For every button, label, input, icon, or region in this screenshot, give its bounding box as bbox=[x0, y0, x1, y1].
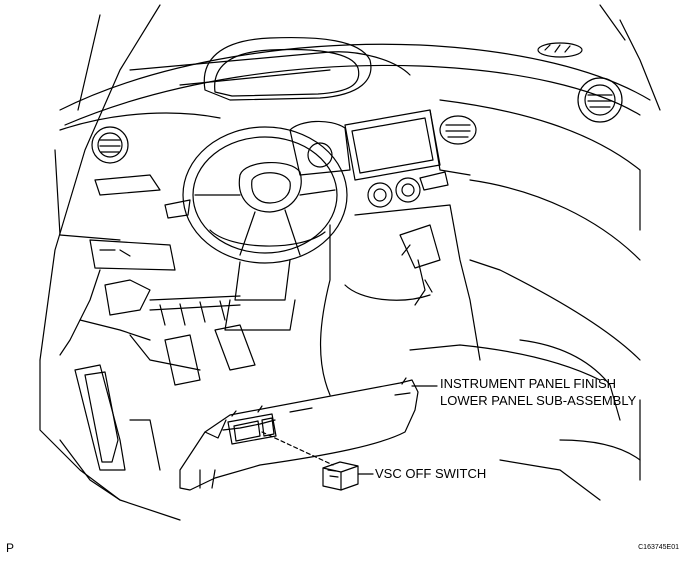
floor-outline bbox=[39, 339, 641, 521]
instrument-panel-label-line1: INSTRUMENT PANEL FINISH bbox=[440, 376, 617, 391]
illustration-code: C163745E01 bbox=[638, 544, 679, 551]
right-air-vent-icon bbox=[577, 77, 623, 123]
climate-knob-icons bbox=[367, 171, 449, 208]
instrument-panel-finish-lower-panel bbox=[179, 377, 419, 491]
windshield-outline bbox=[39, 4, 661, 361]
pedals bbox=[164, 324, 256, 386]
center-display bbox=[344, 109, 441, 181]
left-air-vent-icon bbox=[91, 126, 129, 164]
center-console bbox=[319, 204, 481, 396]
instrument-panel-label-line2: LOWER PANEL SUB-ASSEMBLY bbox=[440, 393, 637, 408]
under-dash-components bbox=[59, 174, 241, 371]
dashboard-top bbox=[59, 36, 651, 126]
steering-column bbox=[224, 259, 296, 331]
corner-mark-left: P bbox=[6, 541, 15, 555]
vsc-off-switch-label: VSC OFF SWITCH bbox=[375, 466, 487, 481]
gauge-cluster bbox=[289, 120, 351, 176]
steering-wheel-icon bbox=[182, 126, 348, 264]
vsc-off-switch-icon bbox=[322, 461, 359, 491]
center-air-vent-icon bbox=[439, 115, 477, 145]
installation-dashed-line bbox=[261, 431, 334, 466]
